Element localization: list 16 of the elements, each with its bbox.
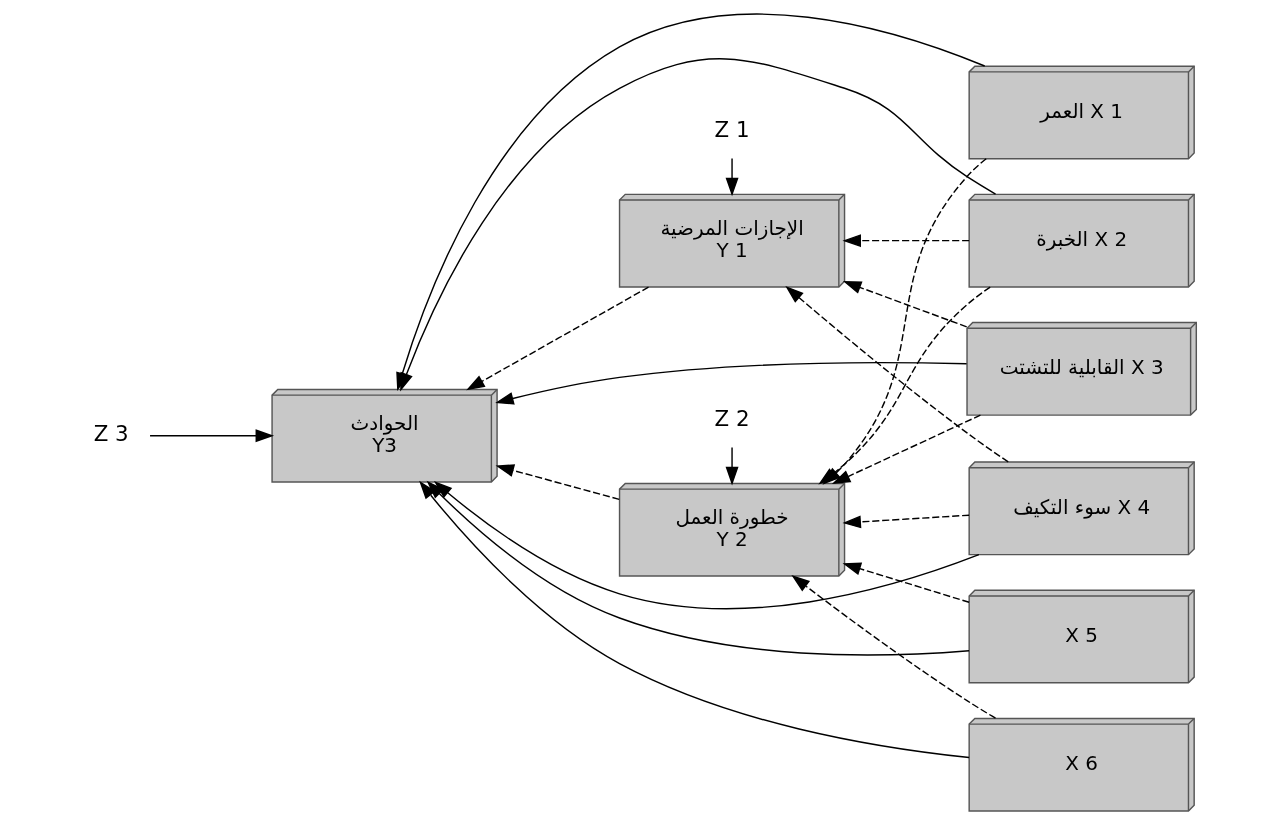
arrow	[791, 575, 997, 719]
node-text: Z 2	[714, 406, 750, 432]
arrow	[495, 362, 968, 405]
node-text: Z 3	[93, 420, 129, 446]
arrow	[785, 285, 1009, 463]
arrow	[842, 514, 970, 529]
node-text: Z 1	[714, 117, 750, 143]
arrow	[466, 286, 650, 391]
arrow	[842, 562, 970, 603]
arrow	[842, 234, 970, 248]
arrow	[831, 414, 982, 485]
arrow	[495, 464, 620, 501]
arrow	[725, 157, 739, 197]
arrow	[725, 446, 739, 486]
arrow	[149, 429, 275, 443]
arrow	[842, 281, 968, 328]
